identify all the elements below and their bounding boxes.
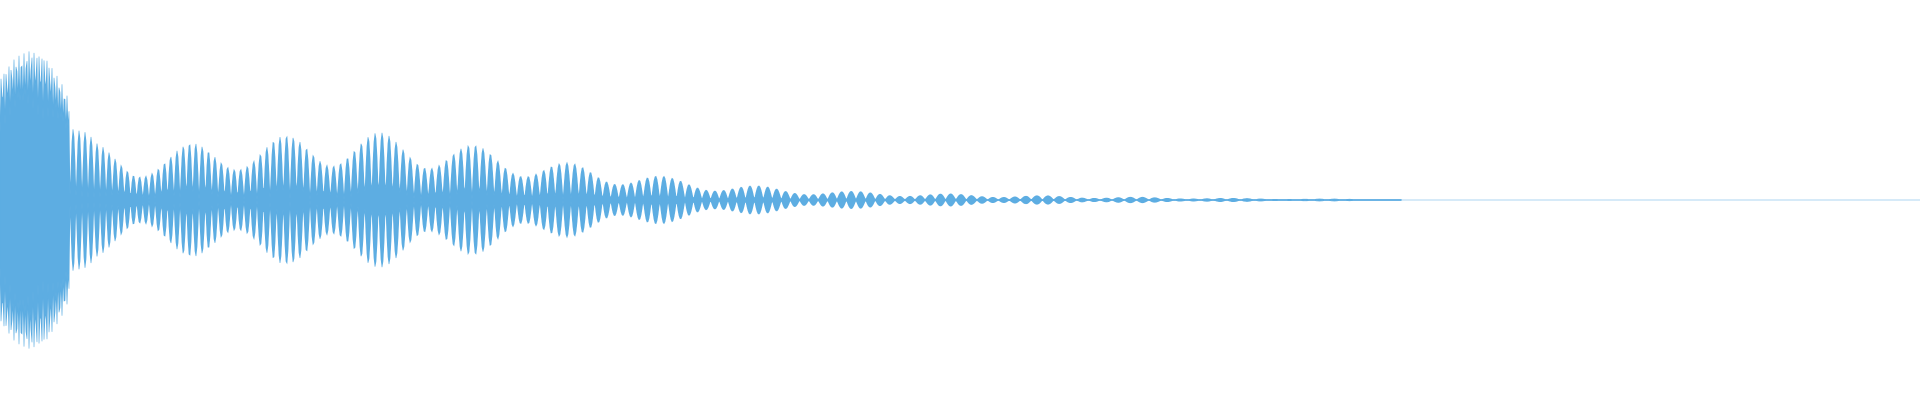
waveform-shape: [0, 51, 1920, 349]
